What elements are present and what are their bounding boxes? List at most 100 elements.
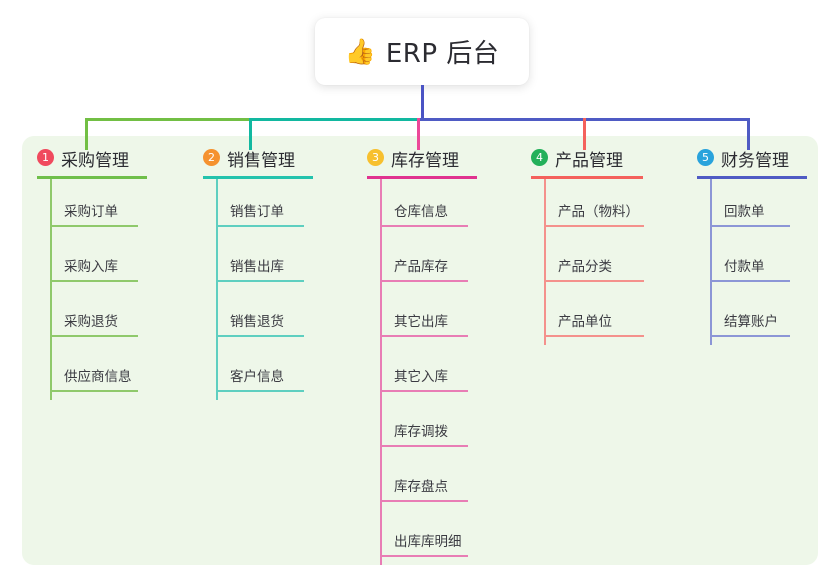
- leaf-item[interactable]: 供应商信息: [50, 362, 138, 392]
- leaf-item[interactable]: 其它入库: [380, 362, 468, 392]
- leaf-item-rule: [216, 280, 304, 282]
- leaf-item-label: 库存调拨: [394, 424, 448, 440]
- leaf-item-label: 采购退货: [64, 314, 118, 330]
- column-index-badge: 2: [203, 149, 220, 166]
- leaf-item-label: 产品分类: [558, 259, 612, 275]
- leaf-item-rule: [380, 555, 468, 557]
- column-index-badge: 3: [367, 149, 384, 166]
- leaf-item-rule: [50, 225, 138, 227]
- leaf-item-rule: [710, 225, 790, 227]
- drop-line-5: [747, 118, 750, 150]
- leaf-item-label: 仓库信息: [394, 204, 448, 220]
- leaf-item-rule: [380, 445, 468, 447]
- leaf-item-rule: [544, 225, 644, 227]
- column-title: 产品管理: [555, 151, 623, 171]
- leaf-item[interactable]: 仓库信息: [380, 197, 468, 227]
- root-node-erp-backend[interactable]: 👍 ERP 后台: [315, 18, 529, 85]
- column-header-产品管理[interactable]: 4 产品管理: [531, 146, 643, 184]
- leaf-item-label: 客户信息: [230, 369, 284, 385]
- leaf-item-label: 产品库存: [394, 259, 448, 275]
- column-header-rule: [531, 176, 643, 179]
- leaf-item-label: 采购订单: [64, 204, 118, 220]
- column-index-badge: 4: [531, 149, 548, 166]
- column-header-rule: [367, 176, 477, 179]
- leaf-item-rule: [216, 335, 304, 337]
- leaf-item-rule: [544, 280, 644, 282]
- column-index-badge: 1: [37, 149, 54, 166]
- trunk-line: [421, 85, 424, 121]
- column-header-财务管理[interactable]: 5 财务管理: [697, 146, 807, 184]
- column-spine: [710, 179, 712, 345]
- leaf-item-rule: [216, 390, 304, 392]
- drop-line-4: [583, 118, 586, 150]
- column-header-rule: [37, 176, 147, 179]
- column-header-采购管理[interactable]: 1 采购管理: [37, 146, 147, 184]
- leaf-item[interactable]: 付款单: [710, 252, 790, 282]
- leaf-item[interactable]: 采购入库: [50, 252, 138, 282]
- leaf-item-rule: [380, 335, 468, 337]
- column-销售管理: 2 销售管理销售订单销售出库销售退货客户信息: [203, 146, 313, 400]
- leaf-item[interactable]: 产品库存: [380, 252, 468, 282]
- column-header-销售管理[interactable]: 2 销售管理: [203, 146, 313, 184]
- leaf-item[interactable]: 库存盘点: [380, 472, 468, 502]
- column-title: 销售管理: [227, 151, 295, 171]
- leaf-item-rule: [710, 335, 790, 337]
- column-title: 采购管理: [61, 151, 129, 171]
- leaf-item[interactable]: 结算账户: [710, 307, 790, 337]
- leaf-item[interactable]: 销售退货: [216, 307, 304, 337]
- leaf-item[interactable]: 客户信息: [216, 362, 304, 392]
- leaf-item-rule: [50, 280, 138, 282]
- leaf-item-rule: [216, 225, 304, 227]
- leaf-item[interactable]: 库存调拨: [380, 417, 468, 447]
- leaf-item[interactable]: 采购退货: [50, 307, 138, 337]
- leaf-item-rule: [380, 225, 468, 227]
- leaf-item-label: 产品（物料）: [558, 204, 639, 220]
- drop-line-2: [249, 118, 252, 150]
- column-header-rule: [203, 176, 313, 179]
- leaf-item-label: 其它出库: [394, 314, 448, 330]
- leaf-item[interactable]: 出库库明细: [380, 527, 468, 557]
- leaf-item-rule: [50, 390, 138, 392]
- leaf-item-rule: [380, 390, 468, 392]
- leaf-item[interactable]: 产品分类: [544, 252, 644, 282]
- leaf-item[interactable]: 销售出库: [216, 252, 304, 282]
- leaf-item-label: 其它入库: [394, 369, 448, 385]
- leaf-item[interactable]: 采购订单: [50, 197, 138, 227]
- column-财务管理: 5 财务管理回款单付款单结算账户: [697, 146, 807, 345]
- bus-segment-green: [85, 118, 251, 121]
- column-header-rule: [697, 176, 807, 179]
- leaf-item[interactable]: 产品（物料）: [544, 197, 644, 227]
- leaf-item-label: 销售退货: [230, 314, 284, 330]
- leaf-item[interactable]: 产品单位: [544, 307, 644, 337]
- column-库存管理: 3 库存管理仓库信息产品库存其它出库其它入库库存调拨库存盘点出库库明细: [367, 146, 477, 565]
- leaf-item-rule: [544, 335, 644, 337]
- root-node-label: ERP 后台: [385, 39, 500, 69]
- leaf-item-label: 回款单: [724, 204, 765, 220]
- leaf-item-rule: [380, 280, 468, 282]
- leaf-item-label: 库存盘点: [394, 479, 448, 495]
- bus-segment-teal: [249, 118, 419, 121]
- leaf-item-rule: [50, 335, 138, 337]
- leaf-item[interactable]: 回款单: [710, 197, 790, 227]
- leaf-item[interactable]: 其它出库: [380, 307, 468, 337]
- drop-line-1: [85, 118, 88, 150]
- column-采购管理: 1 采购管理采购订单采购入库采购退货供应商信息: [37, 146, 147, 400]
- drop-line-3: [417, 118, 420, 150]
- leaf-item[interactable]: 销售订单: [216, 197, 304, 227]
- column-spine: [380, 179, 382, 565]
- root-node-content: 👍 ERP 后台: [345, 33, 500, 70]
- leaf-item-label: 供应商信息: [64, 369, 132, 385]
- column-title: 库存管理: [391, 151, 459, 171]
- leaf-item-label: 出库库明细: [394, 534, 462, 550]
- leaf-item-rule: [710, 280, 790, 282]
- leaf-item-rule: [380, 500, 468, 502]
- column-spine: [50, 179, 52, 400]
- column-title: 财务管理: [721, 151, 789, 171]
- leaf-item-label: 采购入库: [64, 259, 118, 275]
- content-panel: [22, 136, 818, 565]
- column-index-badge: 5: [697, 149, 714, 166]
- column-header-库存管理[interactable]: 3 库存管理: [367, 146, 477, 184]
- leaf-item-label: 产品单位: [558, 314, 612, 330]
- leaf-item-label: 销售出库: [230, 259, 284, 275]
